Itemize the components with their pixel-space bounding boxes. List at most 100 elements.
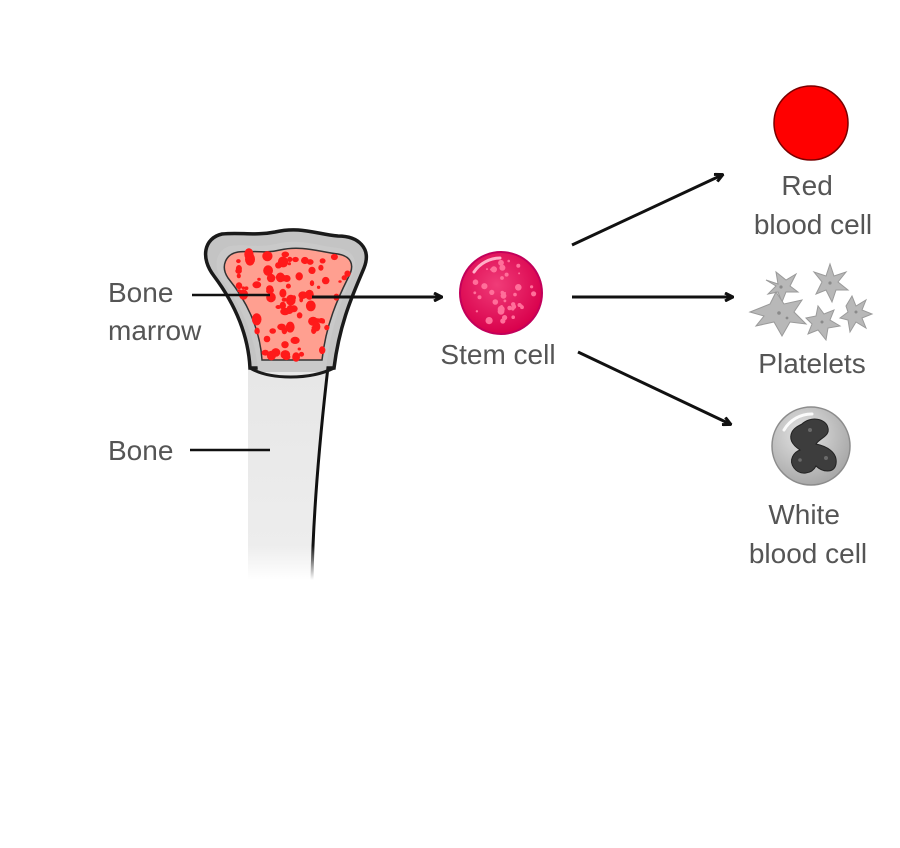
stem-cell-icon <box>459 251 543 335</box>
stem-cell-label: Stem cell <box>440 339 555 370</box>
stem-cell-speckle <box>518 272 521 275</box>
marrow-spot <box>319 346 326 355</box>
marrow-spot <box>316 285 321 289</box>
marrow-spot <box>283 342 288 346</box>
marrow-spot <box>309 280 315 287</box>
marrow-spot <box>236 259 241 264</box>
stem-cell-speckle <box>513 292 517 297</box>
marrow-spot <box>266 350 276 361</box>
marrow-spot <box>254 327 260 335</box>
stem-cell-speckle <box>477 295 482 300</box>
marrow-spot <box>286 294 296 306</box>
stem-cell-speckle <box>481 283 488 290</box>
marrow-spot <box>295 272 303 281</box>
marrow-spot <box>281 297 287 302</box>
stem-cell-speckle <box>485 317 493 325</box>
marrow-spot <box>305 289 314 300</box>
marrow-spot <box>296 312 303 319</box>
stem-cell-speckle <box>490 268 493 271</box>
stem-cell-speckle <box>498 259 504 266</box>
red-blood-cell-label: Red blood cell <box>754 170 872 240</box>
marrow-spot <box>283 275 291 282</box>
marrow-spot <box>324 324 330 331</box>
white-blood-cell-label-line1: White <box>768 499 840 530</box>
marrow-spot <box>235 282 243 290</box>
marrow-spot <box>285 283 291 289</box>
marrow-spot <box>278 258 289 268</box>
marrow-spot <box>279 288 287 298</box>
marrow-spot <box>235 265 242 273</box>
marrow-spot <box>257 277 261 281</box>
marrow-spot <box>312 321 321 332</box>
marrow-spot <box>287 262 291 266</box>
white-blood-cell-label: White blood cell <box>749 499 867 569</box>
stem-cell-speckle <box>473 291 477 295</box>
marrow-spot <box>321 276 330 285</box>
marrow-spot <box>319 258 326 264</box>
marrow-spot <box>252 281 262 289</box>
marrow-spot <box>286 305 294 314</box>
stem-cell-speckle <box>500 290 505 295</box>
bone-shaft-right-edge <box>310 349 332 581</box>
marrow-spot <box>244 248 254 261</box>
stem-cell-speckle <box>531 291 537 297</box>
platelets-label: Platelets <box>758 348 865 379</box>
stem-cell-speckle <box>486 268 488 271</box>
marrow-spot <box>292 256 299 263</box>
marrow-spot <box>241 286 246 290</box>
marrow-spot <box>266 273 276 283</box>
bone-marrow-label: Bone marrow <box>108 277 202 346</box>
stem-cell-speckle <box>511 307 515 311</box>
marrow-spot <box>269 328 277 334</box>
red-blood-cell-label-line1: Red <box>781 170 832 201</box>
stem-cell-speckle <box>497 308 505 315</box>
marrow-spot <box>298 351 305 357</box>
marrow-spot <box>311 326 315 329</box>
bone-marrow-label-line1: Bone <box>108 277 173 308</box>
marrow-spot <box>237 289 242 293</box>
marrow-spot <box>338 280 342 283</box>
bone-marrow-label-line2: marrow <box>108 315 202 346</box>
marrow-spot <box>285 321 295 333</box>
marrow-spot <box>236 273 241 279</box>
stem-cell-speckle <box>502 315 508 321</box>
marrow-spot <box>276 272 285 283</box>
platelets-icon <box>748 262 874 342</box>
bone-illustration <box>203 228 368 581</box>
marrow-spot <box>262 251 273 262</box>
marrow-spot <box>305 300 316 312</box>
stem-cell-speckle <box>500 276 504 280</box>
stem-cell-speckle <box>511 315 515 320</box>
red-blood-cell-icon <box>773 85 849 161</box>
marrow-spot <box>263 335 271 343</box>
bone-marrow-rim <box>249 366 335 379</box>
stem-cell-speckle <box>490 266 497 273</box>
marrow-spot <box>263 265 273 276</box>
marrow-spot <box>282 353 291 361</box>
stem-cell-speckle <box>500 305 503 308</box>
marrow-spot <box>251 313 262 326</box>
arrow-stem-to-wbc <box>577 350 730 424</box>
marrow-spot <box>266 285 274 293</box>
white-blood-cell-icon <box>771 406 851 486</box>
marrow-spot <box>344 270 351 277</box>
marrow-spot <box>275 305 282 309</box>
marrow-spot <box>315 318 321 323</box>
stem-cell-speckle <box>503 291 506 295</box>
marrow-spot <box>292 352 300 362</box>
marrow-spot <box>297 347 301 351</box>
marrow-spot <box>281 251 290 258</box>
marrow-spot <box>330 253 338 261</box>
stem-cell-speckle <box>503 299 507 303</box>
marrow-spot <box>318 264 324 271</box>
red-blood-cell-label-line2: blood cell <box>754 209 872 240</box>
stem-cell-speckle <box>507 259 511 263</box>
marrow-spot <box>279 301 286 310</box>
marrow-spot <box>310 269 315 274</box>
marrow-spot <box>244 286 249 291</box>
stem-cell-speckle <box>516 263 521 268</box>
stem-cell-speckle <box>492 299 499 305</box>
stem-cell-speckle <box>520 305 524 310</box>
marrow-spot <box>287 256 293 262</box>
marrow-spot <box>281 309 286 313</box>
